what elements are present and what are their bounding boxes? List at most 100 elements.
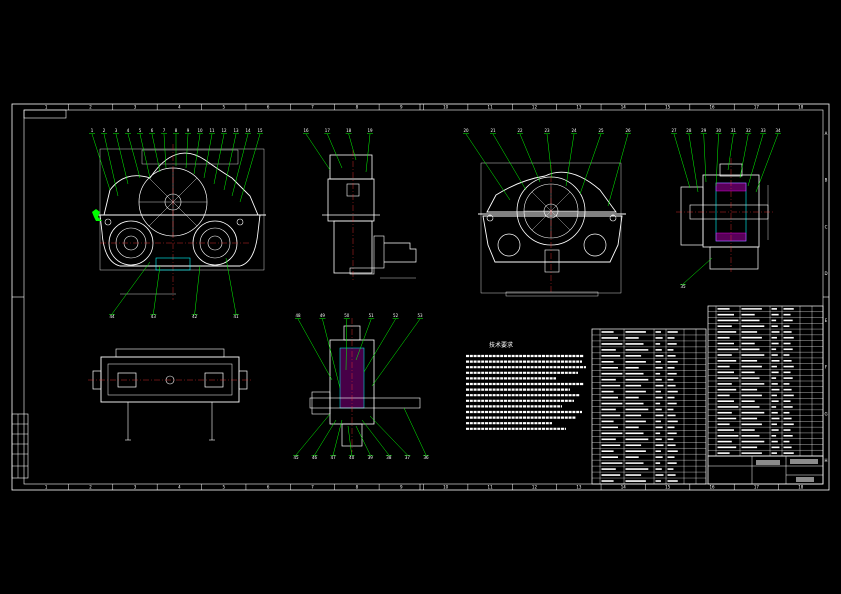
drawing-frame — [11, 103, 830, 491]
leader-line — [223, 133, 237, 191]
leader-line — [139, 133, 151, 179]
leader-line — [127, 133, 141, 179]
section-view-callout: 21 — [490, 128, 496, 133]
front-view-callout: 5 — [139, 128, 142, 133]
leader-line — [314, 419, 337, 456]
zone-number-top: 17 — [754, 105, 760, 110]
lower-section-callout: 50 — [344, 313, 350, 318]
leader-line — [519, 133, 541, 183]
leader-line — [91, 133, 111, 191]
zone-number-top: 4 — [178, 105, 181, 110]
zone-number-bottom: 18 — [798, 485, 804, 490]
lower-section-callout: 47 — [331, 455, 337, 460]
zone-number-bottom: 16 — [709, 485, 715, 490]
leader-line — [365, 133, 371, 173]
lower-section-bottom-cap — [341, 423, 363, 447]
end-view-callout: 31 — [731, 128, 737, 133]
zone-number-top: 1 — [45, 105, 48, 110]
title-block-company-cell — [796, 477, 814, 482]
leader-line — [115, 133, 129, 185]
leader-line — [163, 133, 167, 169]
zone-number-top: 8 — [356, 105, 359, 110]
selected-grip-marker[interactable] — [92, 209, 102, 221]
end-view-callout: 28 — [686, 128, 692, 133]
leader-line — [103, 133, 119, 197]
zone-letter-right: A — [825, 131, 828, 136]
lower-section-callout: 46 — [312, 455, 318, 460]
parts-list-left — [591, 328, 707, 485]
top-view-inner — [107, 363, 233, 396]
parts-list-left-grid — [592, 329, 706, 484]
leader-line — [295, 413, 331, 456]
lower-section-callout: 45 — [293, 455, 299, 460]
section-base-dim — [505, 291, 599, 297]
zone-number-top: 15 — [665, 105, 671, 110]
leader-line — [111, 261, 151, 315]
zone-letter-right: C — [825, 224, 828, 229]
lower-section-callout: 38 — [386, 455, 392, 460]
front-view-callout: 12 — [221, 128, 227, 133]
zone-number-top: 11 — [488, 105, 494, 110]
leader-line — [185, 133, 189, 169]
front-view-callout: 14 — [245, 128, 251, 133]
front-view-callout: 7 — [163, 128, 166, 133]
leader-line — [546, 133, 553, 179]
side-view-foot — [349, 267, 375, 275]
leader-line — [727, 133, 734, 171]
leader-line — [239, 133, 261, 203]
leader-line — [465, 133, 511, 201]
section-view-callout: 22 — [517, 128, 523, 133]
leader-line — [305, 133, 331, 171]
zone-number-bottom: 15 — [665, 485, 671, 490]
title-block-code-cell — [790, 459, 818, 464]
zone-number-bottom: 8 — [356, 485, 359, 490]
leader-line — [355, 425, 371, 456]
leader-line — [715, 133, 719, 187]
zone-number-top: 10 — [443, 105, 449, 110]
front-view-callout: 2 — [103, 128, 106, 133]
zone-number-top: 18 — [798, 105, 804, 110]
end-view-callout: 27 — [671, 128, 677, 133]
lower-section-callout: 36 — [423, 455, 429, 460]
leader-line — [361, 419, 390, 456]
section-view-callout: 25 — [598, 128, 604, 133]
top-view[interactable] — [88, 348, 252, 441]
lower-section-callout: 40 — [349, 455, 355, 460]
output-shaft — [384, 242, 417, 263]
end-view-callout: 33 — [761, 128, 767, 133]
base-foot — [155, 257, 191, 271]
leader-line — [739, 133, 749, 179]
section-left-bearing — [497, 233, 521, 257]
leader-line — [327, 133, 343, 169]
binding-table-box — [11, 413, 29, 479]
zone-number-top: 12 — [532, 105, 538, 110]
lower-section-callout: 37 — [405, 455, 411, 460]
drawing-number-box — [23, 109, 67, 119]
side-view-callout: 18 — [346, 128, 352, 133]
zone-letter-right: B — [825, 178, 828, 183]
notes-title: 技术要求 — [489, 341, 513, 349]
zone-number-top: 9 — [400, 105, 403, 110]
front-view-callout: 8 — [175, 128, 178, 133]
leader-line — [151, 133, 161, 173]
zone-number-top: 6 — [267, 105, 270, 110]
lower-section-callout: 48 — [295, 313, 301, 318]
leader-line — [579, 133, 602, 195]
leader-line — [348, 133, 357, 161]
title-block-box — [707, 455, 824, 485]
section-view-callout: 20 — [463, 128, 469, 133]
leader-line — [492, 133, 527, 191]
leader-line — [231, 133, 249, 197]
section-view-callout: 23 — [544, 128, 550, 133]
front-view-callout: 41 — [233, 314, 239, 319]
